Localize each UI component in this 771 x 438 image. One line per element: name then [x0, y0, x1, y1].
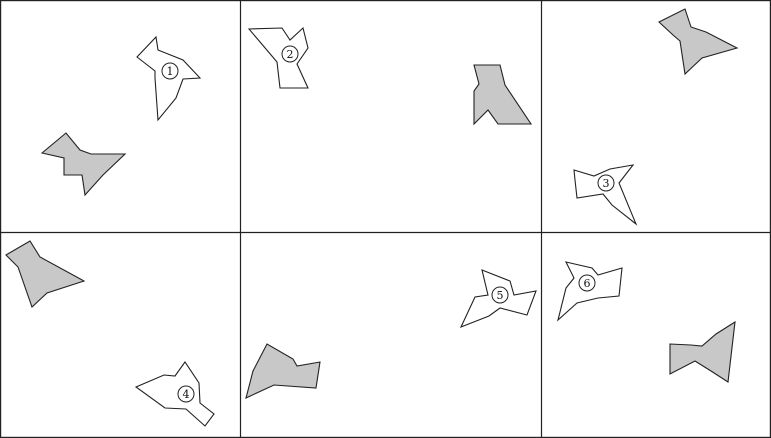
panel-5-shaded-shape — [245, 343, 321, 399]
panel-5-label: 5 — [497, 289, 504, 302]
panel-1-shaded-shape — [40, 132, 127, 197]
panel-3-outline-shape — [573, 164, 638, 226]
panel-2-label: 2 — [287, 48, 294, 61]
panel-4-label: 4 — [183, 388, 190, 401]
panel-3-label: 3 — [603, 177, 610, 190]
panel-1-badge — [161, 62, 179, 80]
panel-6-shaded-shape — [669, 320, 736, 383]
panel-1-label: 1 — [167, 65, 174, 78]
panel-6-badge — [578, 274, 596, 292]
panel-4-badge — [177, 385, 195, 403]
panel-5-badge — [491, 286, 509, 304]
panel-6: 6 — [557, 261, 736, 383]
panel-6-label: 6 — [584, 277, 591, 290]
panel-6-outline-shape — [557, 261, 623, 322]
panel-4-shaded-shape — [5, 240, 86, 308]
panel-2: 2 — [247, 26, 533, 126]
panel-4: 4 — [5, 240, 215, 427]
panel-3: 3 — [573, 8, 739, 226]
panel-2-shaded-shape — [473, 64, 533, 126]
panel-2-badge — [281, 45, 299, 63]
panel-1: 1 — [40, 35, 202, 197]
panel-5: 5 — [245, 269, 537, 399]
panel-3-shaded-shape — [658, 8, 739, 76]
panel-3-badge — [597, 174, 615, 192]
panel-2-outline-shape — [247, 26, 309, 89]
panel-4-outline-shape — [134, 361, 215, 427]
